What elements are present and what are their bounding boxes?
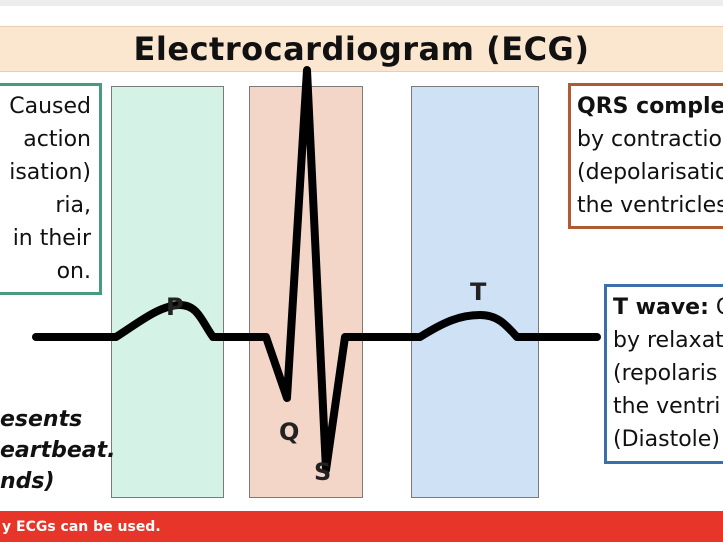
page-title: Electrocardiogram (ECG) xyxy=(133,30,590,68)
p-box-line: ria, xyxy=(55,193,91,218)
qrs-box-line: by contraction xyxy=(577,127,723,152)
heartbeat-note-line: esents xyxy=(0,407,83,432)
ecg-trace-line xyxy=(32,66,601,474)
p-wave-zone xyxy=(111,86,224,498)
p-box-line: isation) xyxy=(9,160,91,185)
t-box-line: (repolaris xyxy=(613,361,718,386)
t-wave-description-box: T wave: C by relaxat (repolaris the vent… xyxy=(604,284,723,464)
t-box-line: by relaxat xyxy=(613,328,723,353)
p-box-line: on. xyxy=(56,259,91,284)
title-band: Electrocardiogram (ECG) xyxy=(0,26,723,72)
t-box-heading: T wave: xyxy=(613,295,709,320)
p-box-line: action xyxy=(23,127,91,152)
s-wave-label: S xyxy=(314,458,332,486)
t-box-line: (Diastole) xyxy=(613,427,720,452)
qrs-complex-zone xyxy=(249,86,363,498)
heartbeat-note: esents eartbeat. nds) xyxy=(0,404,116,497)
p-wave-description-box: Caused action isation) ria, in their on. xyxy=(0,83,102,295)
t-wave-label: T xyxy=(470,278,487,306)
p-box-line: in their xyxy=(12,226,91,251)
top-strip xyxy=(0,0,723,6)
t-wave-zone xyxy=(411,86,539,498)
heartbeat-note-line: nds) xyxy=(0,469,55,494)
p-wave-label: P xyxy=(166,293,184,321)
p-box-line: Caused xyxy=(9,94,91,119)
footer-banner: y ECGs can be used. xyxy=(0,511,723,542)
qrs-box-line: (depolarisatio xyxy=(577,160,723,185)
t-box-line: the ventri xyxy=(613,394,721,419)
t-box-heading-rest: C xyxy=(709,295,723,320)
qrs-description-box: QRS complex by contraction (depolarisati… xyxy=(568,83,723,229)
qrs-box-line: the ventricles xyxy=(577,193,723,218)
heartbeat-note-line: eartbeat. xyxy=(0,438,116,463)
footer-text: y ECGs can be used. xyxy=(2,518,161,535)
qrs-box-heading: QRS complex xyxy=(577,94,723,119)
q-wave-label: Q xyxy=(279,418,300,446)
